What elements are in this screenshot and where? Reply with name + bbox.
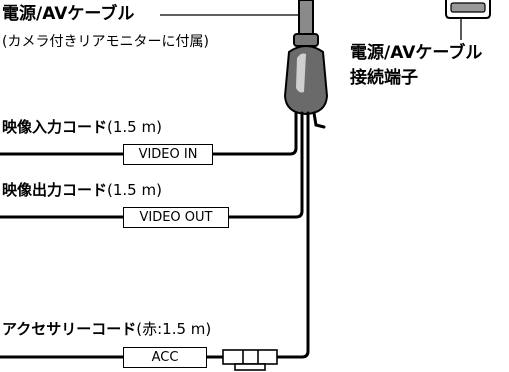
acc-tag: ACC [123,347,207,368]
video-out-wire [0,126,304,219]
cable-connector-highlight [296,53,306,93]
main-cable-title: 電源/AVケーブル [2,4,135,24]
cable-connector-band [293,33,319,47]
video-in-cord-spec: (1.5 m) [107,118,162,136]
acc-wire [0,126,310,359]
video-out-cord-name: 映像出力コード [2,181,108,199]
split-wires [294,111,326,130]
video-in-tag: VIDEO IN [123,144,213,165]
video-out-cord-spec: (1.5 m) [107,181,162,199]
video-in-wire [0,126,298,156]
acc-cord-name: アクセサリーコード [2,320,137,338]
terminal-label-line2: 接続端子 [350,68,418,88]
acc-label: アクセサリーコード(赤:1.5 m) [2,322,211,337]
cable-connector-body [283,45,329,116]
terminal-label-line1: 電源/AVケーブル [350,43,483,63]
video-out-tag: VIDEO OUT [123,207,229,228]
video-out-label: 映像出力コード(1.5 m) [2,183,162,198]
terminal-connector-inner [450,2,486,13]
main-cable [298,0,314,37]
video-in-cord-name: 映像入力コード [2,118,108,136]
acc-connector [222,349,278,371]
main-cable-note: (カメラ付きリアモニターに付属) [2,34,209,50]
video-in-label: 映像入力コード(1.5 m) [2,120,162,135]
acc-cord-spec: (赤:1.5 m) [136,320,212,338]
